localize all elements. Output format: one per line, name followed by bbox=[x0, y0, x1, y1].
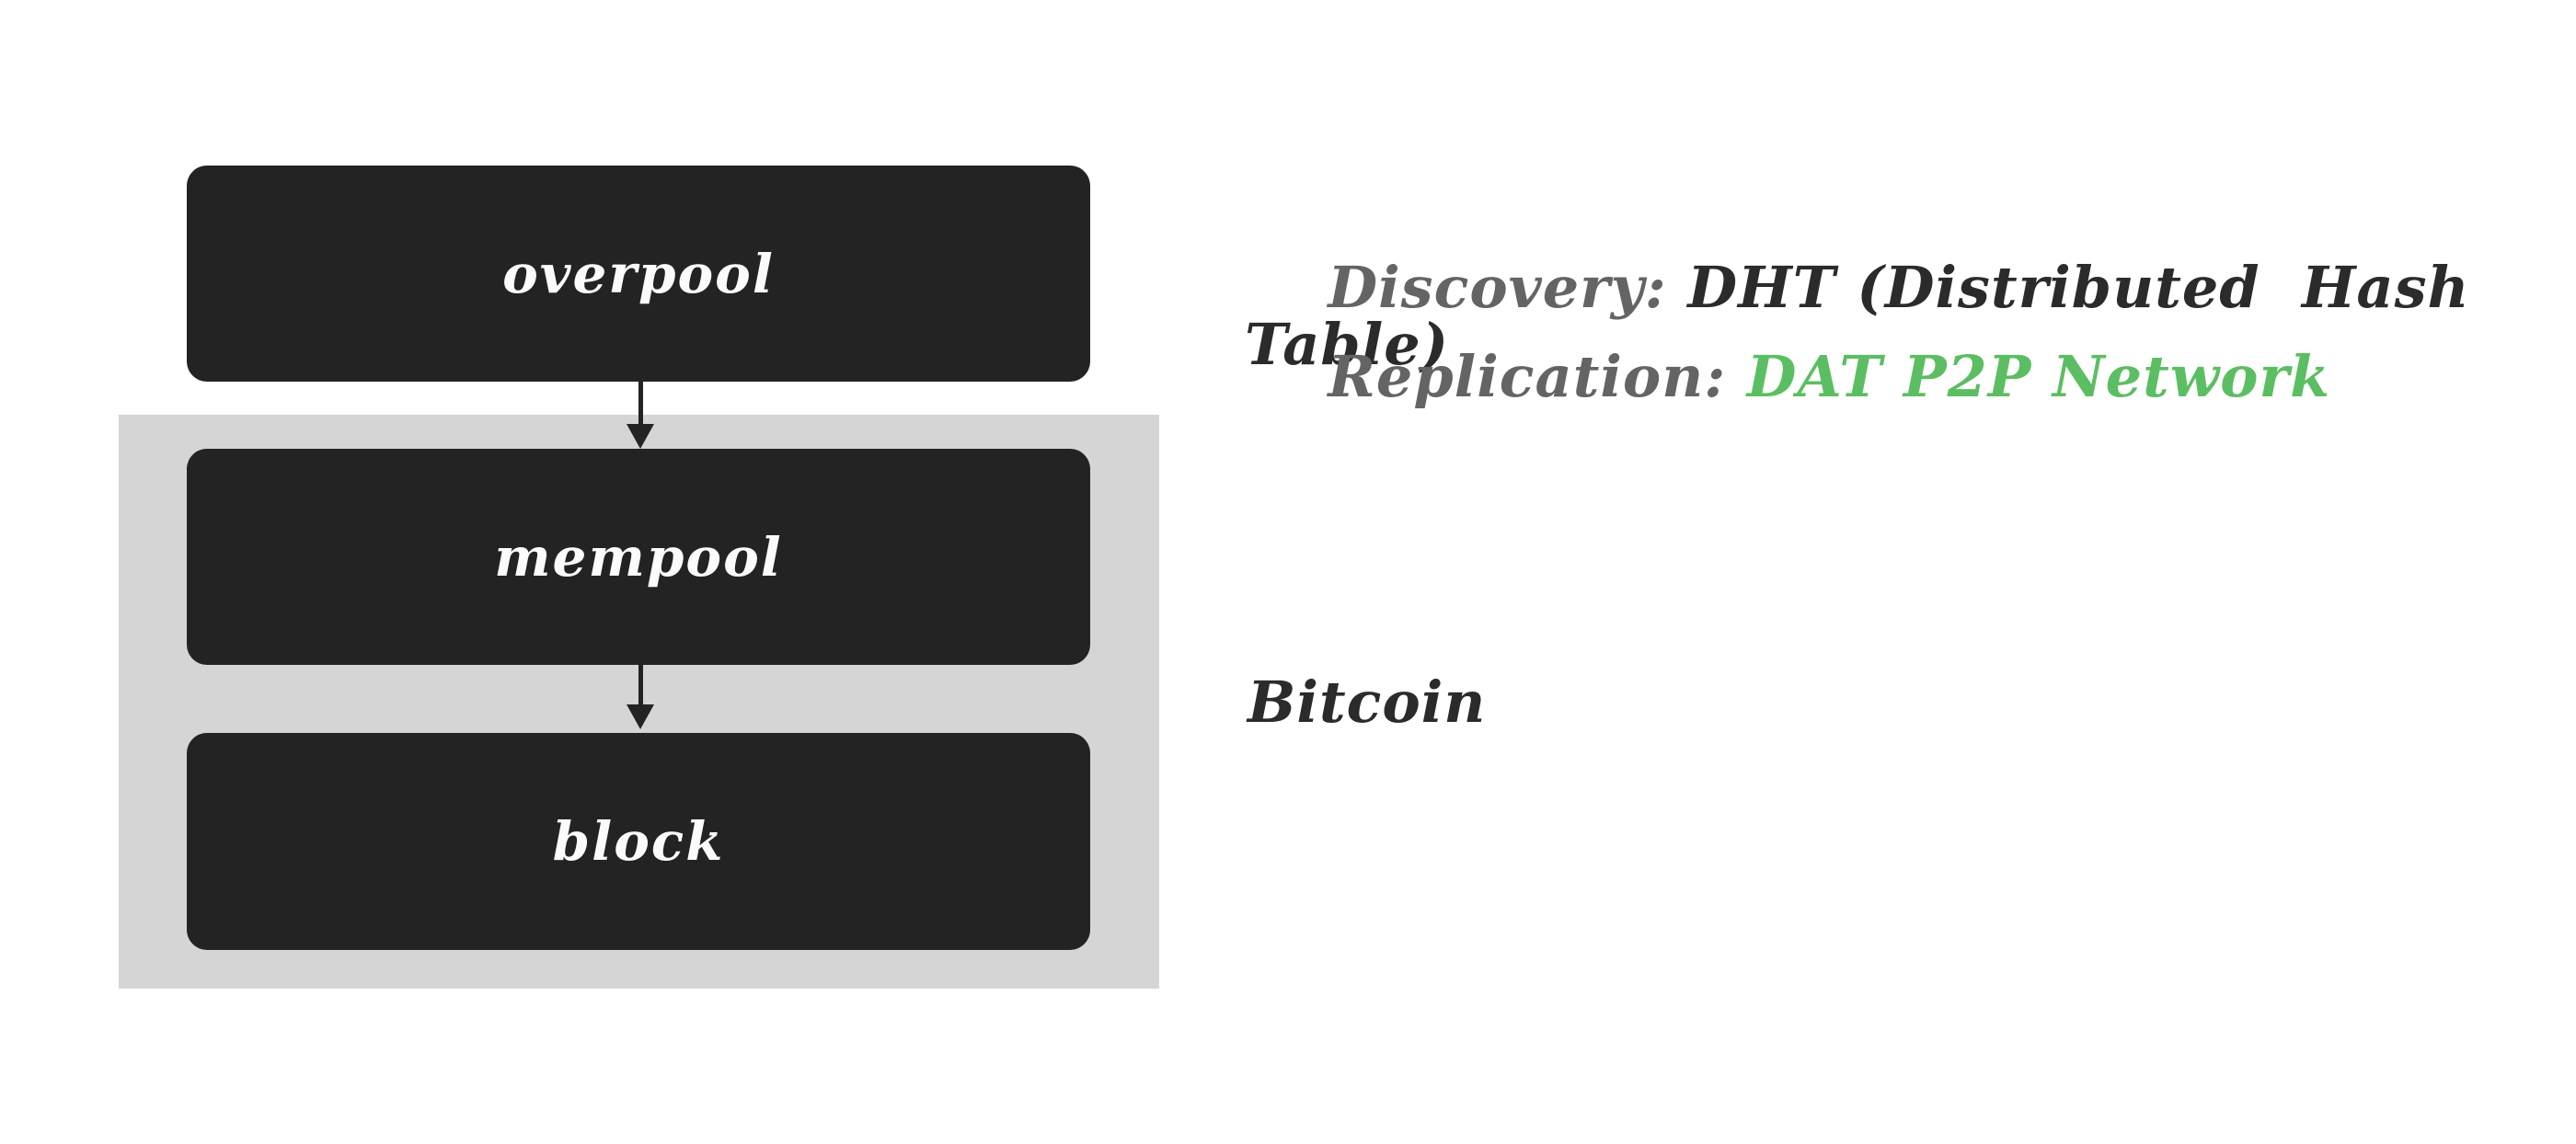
arrow-mempool-to-block bbox=[627, 665, 654, 729]
arrow-stem bbox=[638, 382, 643, 425]
annotation-discovery: Discovery: DHT (Distributed Hash Table) bbox=[1245, 202, 2576, 430]
arrow-stem bbox=[638, 665, 643, 705]
arrow-overpool-to-mempool bbox=[627, 382, 654, 449]
annotation-discovery-value: DHT (Distributed Hash Table) bbox=[1245, 254, 2491, 378]
node-block-label: block bbox=[552, 810, 725, 873]
node-overpool-label: overpool bbox=[502, 242, 775, 305]
node-block: block bbox=[187, 733, 1090, 950]
annotation-discovery-key: Discovery: bbox=[1328, 254, 1688, 321]
arrow-down-icon bbox=[627, 424, 654, 449]
node-mempool-label: mempool bbox=[494, 525, 783, 589]
annotation-replication-value: DAT P2P Network bbox=[1746, 343, 2331, 410]
annotation-replication-key: Replication: bbox=[1328, 343, 1747, 410]
arrow-down-icon bbox=[627, 704, 654, 729]
node-overpool: overpool bbox=[187, 166, 1090, 382]
bitcoin-group-label: Bitcoin bbox=[1248, 669, 1487, 736]
annotation-replication: Replication: DAT P2P Network bbox=[1245, 292, 2330, 463]
node-mempool: mempool bbox=[187, 449, 1090, 665]
